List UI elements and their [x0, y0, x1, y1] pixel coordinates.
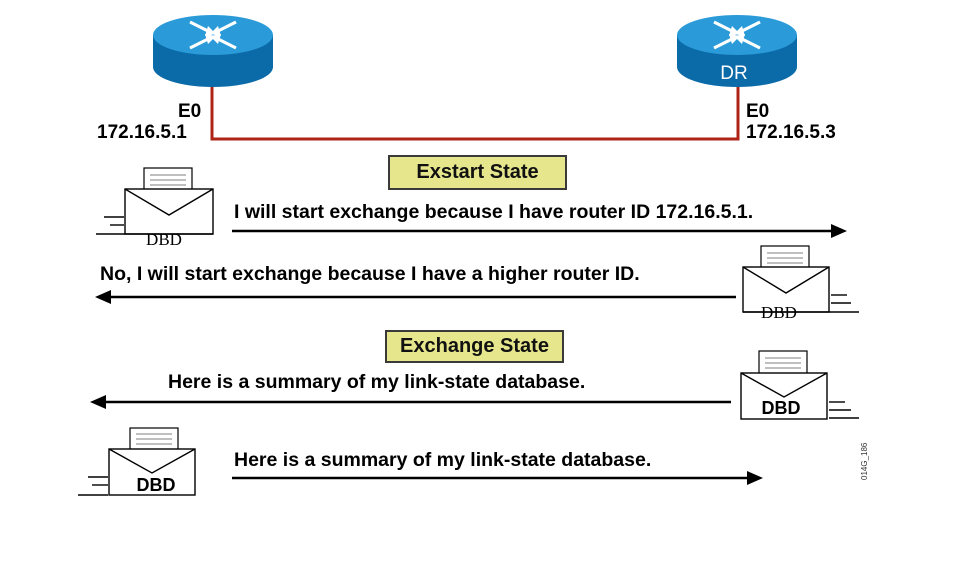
- dbd-label-2: DBD: [761, 303, 797, 322]
- message-2: No, I will start exchange because I have…: [100, 263, 640, 285]
- dbd-packet-envelope-2: DBD: [742, 245, 859, 322]
- router-left-icon: [153, 15, 273, 87]
- right-interface-ip: 172.16.5.3: [746, 122, 836, 143]
- router-dr-label: DR: [720, 63, 747, 84]
- left-interface-ip: 172.16.5.1: [97, 122, 187, 143]
- figure-id: 014G_186: [860, 442, 869, 480]
- dbd-packet-envelope-1: DBD: [96, 167, 214, 247]
- dbd-packet-envelope-4: DBD: [78, 427, 196, 496]
- right-interface-label: E0: [746, 101, 770, 122]
- message-1: I will start exchange because I have rou…: [234, 201, 754, 223]
- message-3: Here is a summary of my link-state datab…: [168, 371, 586, 393]
- exchange-state-label: Exchange State: [385, 330, 564, 363]
- router-dr-icon: DR: [677, 15, 797, 87]
- message-4: Here is a summary of my link-state datab…: [234, 449, 652, 471]
- dbd-label-1: DBD: [146, 230, 182, 247]
- exstart-state-label: Exstart State: [388, 155, 567, 190]
- dbd-label-4: DBD: [137, 475, 176, 495]
- dbd-packet-envelope-3: DBD: [740, 350, 859, 420]
- left-interface-label: E0: [178, 101, 202, 122]
- dbd-label-3: DBD: [762, 398, 801, 418]
